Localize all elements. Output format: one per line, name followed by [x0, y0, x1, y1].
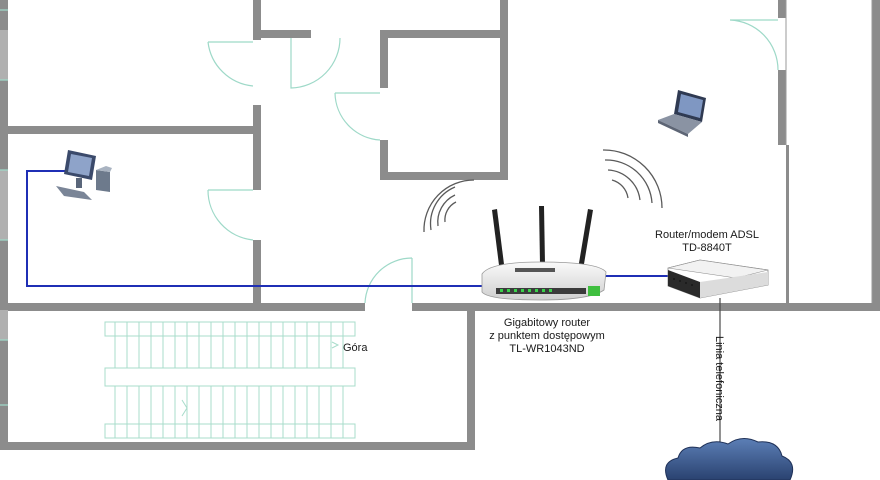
wall-top-room-right — [380, 30, 508, 38]
wifi-waves-right — [602, 149, 663, 209]
door-1 — [207, 41, 254, 87]
wall-top-room — [261, 30, 311, 38]
wall-corridor-right — [412, 303, 880, 311]
cables — [26, 170, 721, 448]
adsl-label-line2: TD-8840T — [682, 242, 732, 254]
cloud-icon — [665, 438, 794, 480]
router-label-line1: Gigabitowy router — [504, 317, 591, 329]
door-3 — [334, 92, 381, 141]
router-label-line3: TL-WR1043ND — [509, 343, 584, 355]
wall-far-right — [872, 0, 880, 303]
wall-bottom — [0, 442, 475, 450]
wall-inner-room-left-bottom — [380, 140, 388, 180]
wall-inner-room-right — [500, 38, 508, 180]
stairs-arrow — [181, 399, 188, 417]
door-4 — [207, 189, 254, 241]
ethernet-cable-desktop — [26, 170, 482, 287]
wall-inner-room-left-top — [380, 38, 388, 88]
wall-right-thin — [786, 145, 789, 305]
wall-right-top — [778, 0, 786, 18]
wall-right-room-top — [500, 0, 508, 38]
door-5 — [364, 257, 413, 304]
phone-line-label: Linia telefoniczna — [713, 336, 725, 422]
doors — [0, 9, 779, 406]
wall-upper-left — [8, 126, 260, 134]
wifi-waves-left — [423, 179, 475, 233]
walls — [0, 0, 880, 450]
door-2 — [290, 37, 341, 89]
wall-v1-mid — [253, 105, 261, 190]
wall-v1-top — [253, 0, 261, 40]
router-label-line2: z punktem dostępowym — [489, 330, 605, 342]
wall-inner-room-bottom — [380, 172, 508, 180]
wall-corridor-left — [0, 303, 365, 311]
wall-v1-bottom — [253, 240, 261, 310]
wall-right-mid — [778, 70, 786, 145]
adsl-modem-icon — [667, 259, 769, 299]
wall-stairs-right — [467, 311, 475, 450]
laptop-icon — [658, 90, 706, 137]
desktop-computer-icon — [56, 150, 112, 200]
staircase — [104, 321, 356, 439]
door-6 — [729, 19, 779, 71]
stairs-arrow-up — [331, 341, 340, 349]
adsl-label-line1: Router/modem ADSL — [655, 229, 759, 241]
wifi-router-icon — [481, 206, 607, 301]
stairs-label: Góra — [343, 342, 368, 354]
